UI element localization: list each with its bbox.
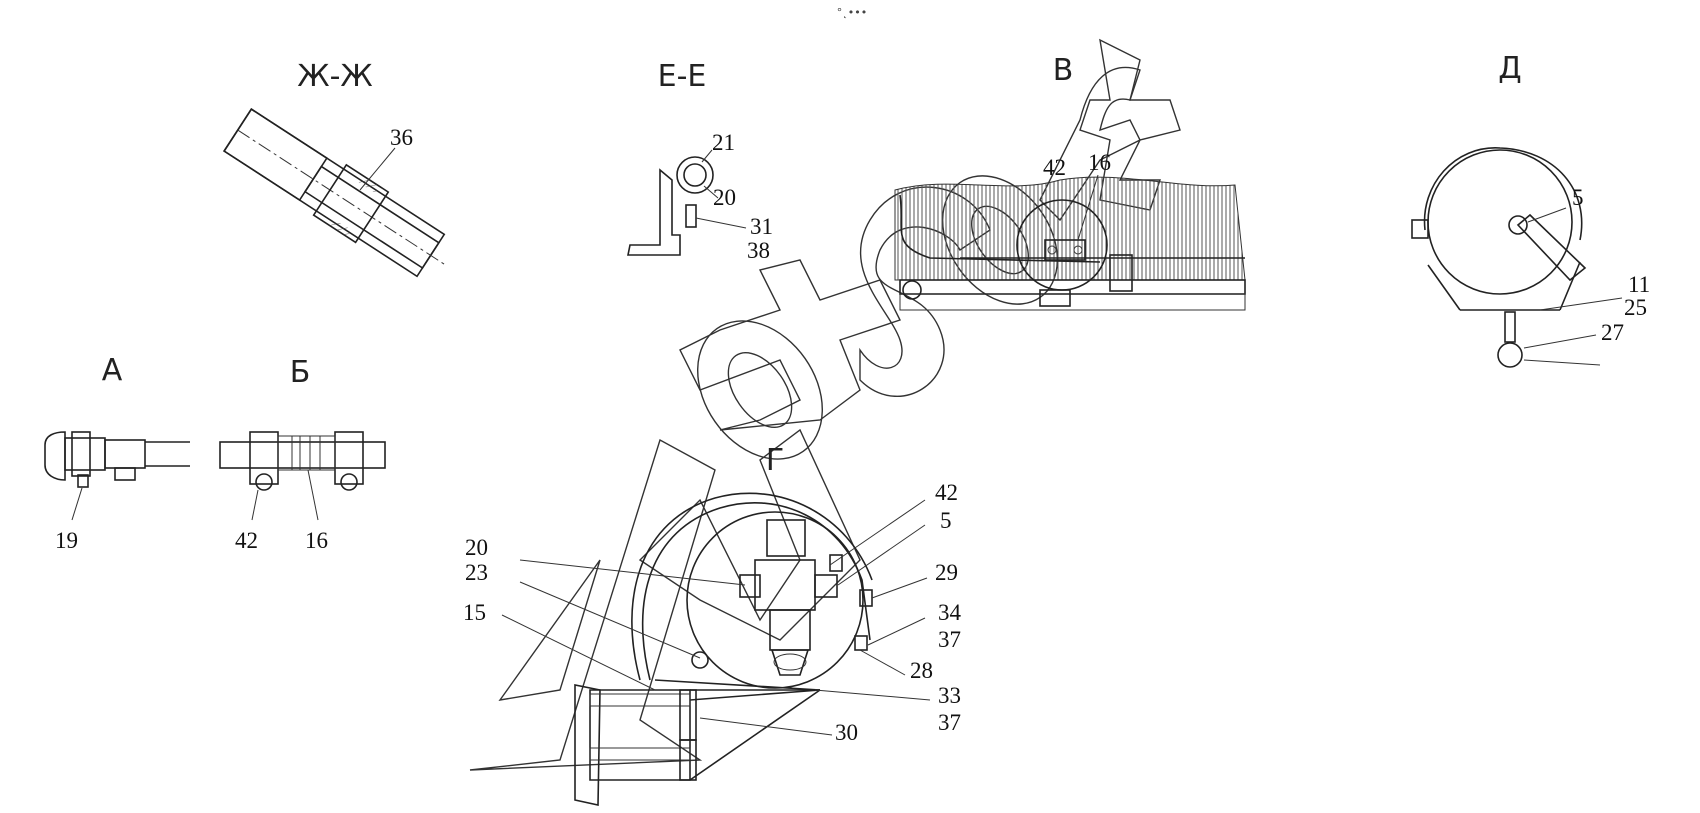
label-29: 29 (935, 560, 958, 585)
label-36: 36 (390, 125, 413, 150)
view-d: Д 5 11 25 27 (1411, 51, 1650, 368)
label-20: 20 (465, 535, 488, 560)
label-21: 21 (712, 130, 735, 155)
view-title: Ж-Ж (297, 59, 372, 94)
label-37: 37 (938, 627, 961, 652)
label-5: 5 (940, 508, 952, 533)
label-11: 11 (1628, 272, 1650, 297)
label-42: 42 (235, 528, 258, 553)
view-b: Б 42 16 (219, 355, 386, 553)
label-30: 30 (835, 720, 858, 745)
label-16: 16 (1088, 150, 1111, 175)
view-title: В (1053, 53, 1074, 88)
view-g: Г (463, 443, 962, 806)
view-a: А 19 (44, 353, 190, 553)
label-23: 23 (465, 560, 488, 585)
label-42: 42 (935, 480, 958, 505)
label-15: 15 (463, 600, 486, 625)
label-28: 28 (910, 658, 933, 683)
header-mark: °˛••• (837, 6, 867, 19)
label-5: 5 (1572, 185, 1584, 210)
view-title: Г (766, 443, 784, 478)
view-title: Б (290, 355, 311, 390)
label-16: 16 (305, 528, 328, 553)
label-34: 34 (938, 600, 962, 625)
label-33: 33 (938, 683, 961, 708)
label-27: 27 (1601, 320, 1624, 345)
view-title: А (102, 353, 123, 388)
view-v: В 42 16 (894, 53, 1246, 311)
view-zh-zh: Ж-Ж 36 (223, 59, 448, 278)
watermark (469, 38, 1181, 771)
label-20: 20 (713, 185, 736, 210)
label-38: 38 (747, 238, 770, 263)
label-19: 19 (55, 528, 78, 553)
view-title: Е-Е (658, 59, 707, 94)
label-42: 42 (1043, 155, 1066, 180)
label-25: 25 (1624, 295, 1647, 320)
label-31: 31 (750, 214, 773, 239)
label-37: 37 (938, 710, 961, 735)
view-title: Д (1498, 51, 1521, 86)
view-e-e: Е-Е 21 20 31 38 (627, 59, 773, 263)
